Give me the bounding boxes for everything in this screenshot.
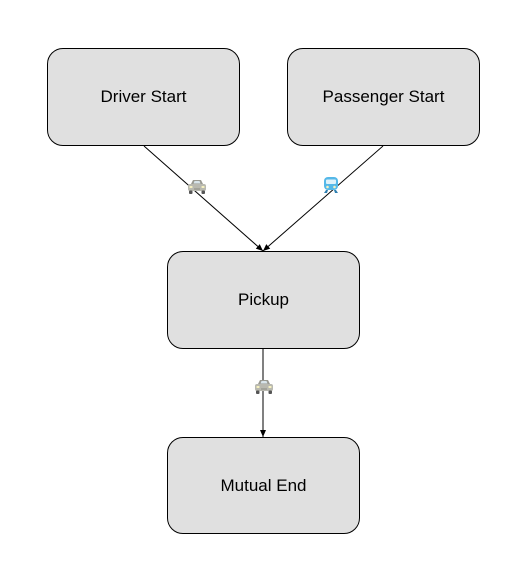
passenger-icon <box>324 177 338 193</box>
node-label: Pickup <box>237 290 290 309</box>
node-mutual-end[interactable]: Mutual End <box>167 437 360 534</box>
node-driver-start[interactable]: Driver Start <box>47 48 240 146</box>
edge-passenger-to-pickup <box>262 145 384 252</box>
node-label: Passenger Start <box>322 87 445 106</box>
node-pickup[interactable]: Pickup <box>167 251 360 349</box>
node-passenger-start[interactable]: Passenger Start <box>287 48 480 146</box>
edge-driver-to-pickup <box>143 145 264 252</box>
car-icon <box>188 180 206 194</box>
node-label: Driver Start <box>100 87 187 106</box>
car-icon <box>255 380 273 394</box>
node-label: Mutual End <box>220 475 307 495</box>
